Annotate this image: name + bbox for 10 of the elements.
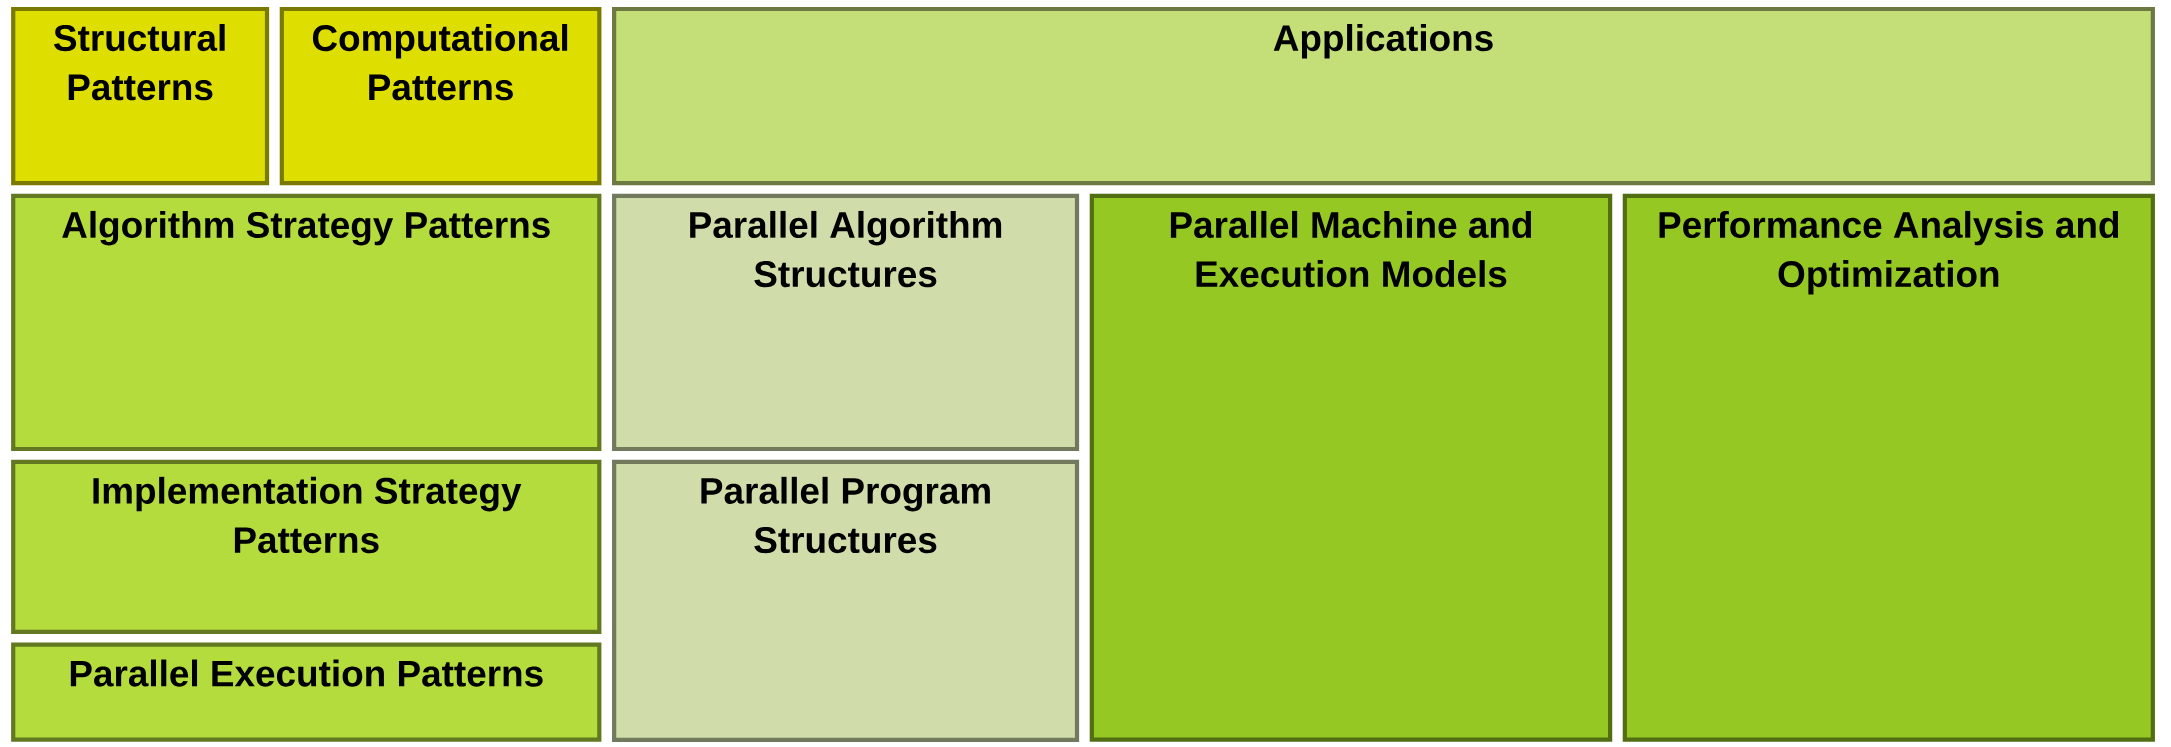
category-box: Parallel Machine and Execution Models <box>1089 193 1613 742</box>
category-box: Computational Patterns <box>279 6 602 186</box>
category-box: Parallel Program Structures <box>612 459 1080 742</box>
category-box: Algorithm Strategy Patterns <box>11 193 602 452</box>
category-box: Structural Patterns <box>11 6 270 186</box>
category-box: Parallel Algorithm Structures <box>612 193 1080 452</box>
category-box: Implementation Strategy Patterns <box>11 459 602 634</box>
category-box: Performance Analysis and Optimization <box>1622 193 2155 742</box>
category-box: Applications <box>612 6 2155 186</box>
category-box: Parallel Execution Patterns <box>11 642 602 742</box>
